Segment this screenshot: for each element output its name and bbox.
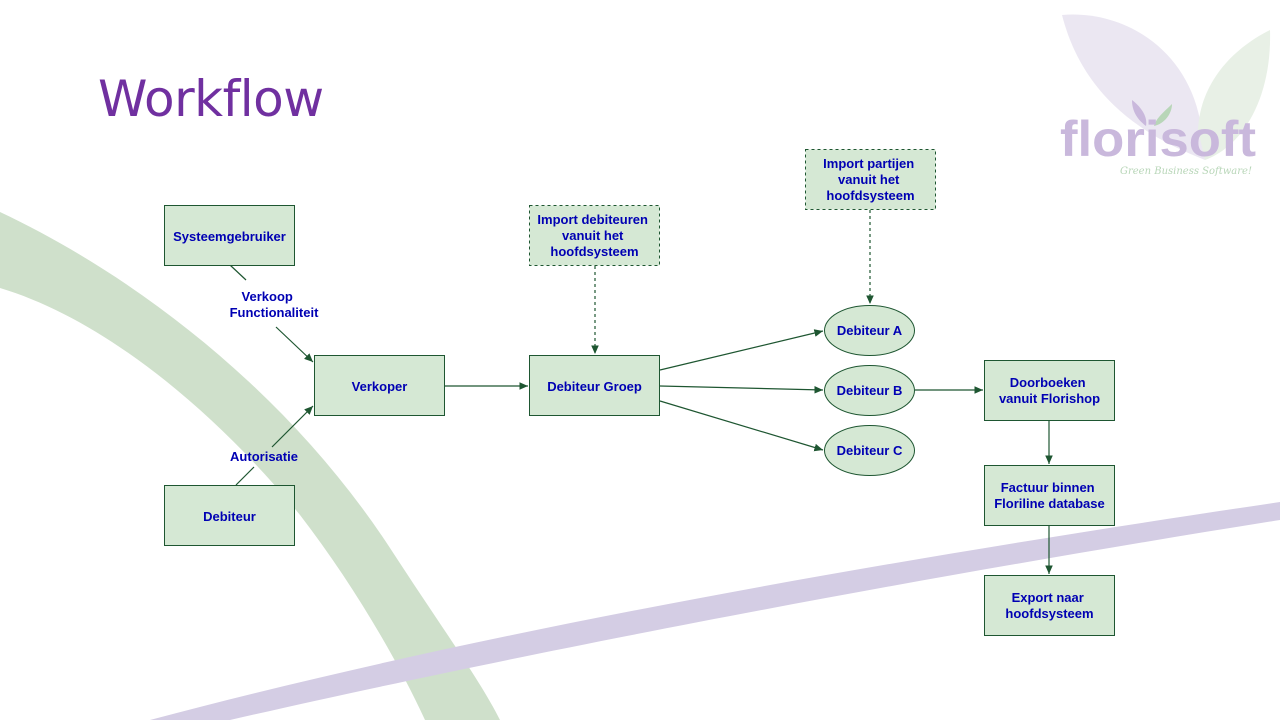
edge-debiteur-to-autorisatie (235, 466, 255, 486)
edge-systeemgebruiker-label (229, 264, 247, 281)
svg-text:Systeemgebruiker: Systeemgebruiker (173, 229, 286, 244)
svg-text:Doorboeken vanuit Floris: Doorboeken vanuit Florishop (999, 375, 1100, 406)
edge-verkoop-to-verkoper (275, 326, 314, 363)
svg-text:Debiteur B: Debiteur B (837, 383, 903, 398)
svg-text:Debiteur C: Debiteur C (837, 443, 903, 458)
node-debiteur-b: Debiteur B (824, 365, 915, 416)
node-debiteur: Debiteur (164, 485, 295, 546)
svg-text:Debiteur A: Debiteur A (837, 323, 903, 338)
node-debiteur-c: Debiteur C (824, 425, 915, 476)
node-doorboeken: Doorboeken vanuit Florishop (984, 360, 1115, 421)
logo-tagline: Green Business Software! (1120, 166, 1252, 177)
logo-sprout-left (1132, 100, 1147, 126)
node-factuur: Factuur binnen Floriline database (984, 465, 1115, 526)
page-title: Workflow (98, 70, 324, 128)
node-debiteur-a: Debiteur A (824, 305, 915, 356)
logo-leaf-right (1198, 30, 1271, 160)
node-verkoper: Verkoper (314, 355, 445, 416)
svg-text:Export naar hoofdsysteem: Export naar hoofdsysteem (1005, 590, 1093, 621)
node-export: Export naar hoofdsysteem (984, 575, 1115, 636)
edge-autorisatie-to-verkoper (271, 405, 314, 448)
svg-text:Debiteur Groep: Debiteur Groep (547, 379, 642, 394)
logo-sprout-right (1154, 104, 1172, 126)
edge-label-autorisatie: Autorisatie (230, 449, 298, 464)
logo-wordmark: florisoft (1060, 111, 1256, 167)
svg-text:Verkoper: Verkoper (352, 379, 408, 394)
svg-text:Import partijen vanuit h: Import partijen vanuit het hoofdsysteem (823, 156, 918, 203)
green-arc (0, 212, 500, 720)
node-import-debiteuren: Import debiteuren vanuit het hoofdsystee… (529, 205, 660, 266)
svg-text:Debiteur: Debiteur (203, 509, 256, 524)
edge-groep-to-debiteur-c (659, 400, 824, 452)
node-import-partijen: Import partijen vanuit het hoofdsysteem (805, 149, 936, 210)
svg-text:Import debiteuren vanuit: Import debiteuren vanuit het hoofdsystee… (537, 212, 651, 259)
edges (229, 210, 1053, 574)
svg-text:Factuur binnen Floriline: Factuur binnen Floriline database (994, 480, 1105, 511)
edge-groep-to-debiteur-a (659, 329, 824, 371)
edge-label-verkoop: Verkoop Functionaliteit (230, 289, 320, 320)
purple-band (150, 502, 1280, 720)
logo-leaf-left (1062, 14, 1205, 160)
node-systeemgebruiker: Systeemgebruiker (164, 205, 295, 266)
edge-groep-to-debiteur-b (659, 385, 824, 394)
node-debiteur-groep: Debiteur Groep (529, 355, 660, 416)
